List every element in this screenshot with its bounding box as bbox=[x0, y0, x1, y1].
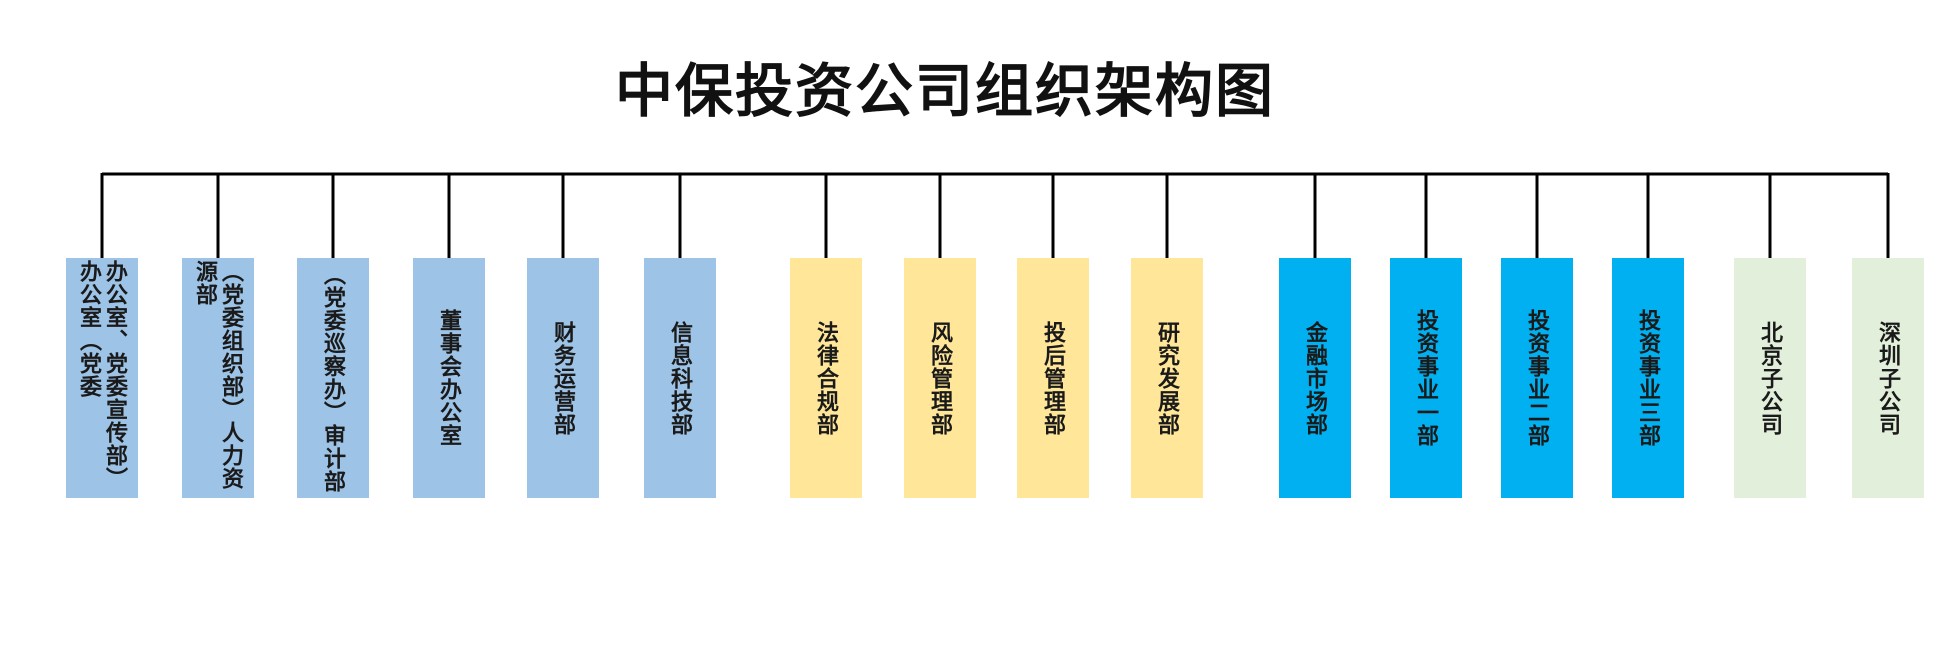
department-box: 北京子公司 bbox=[1734, 258, 1806, 498]
department-label: 研究发展部 bbox=[1154, 320, 1180, 436]
department-label: 投资事业二部 bbox=[1524, 309, 1550, 447]
department-box: 董事会办公室 bbox=[413, 258, 485, 498]
department-label: 信息科技部 bbox=[667, 320, 693, 436]
department-label: （党委组织部）人力资源部 bbox=[192, 260, 244, 490]
department-label: 投资事业一部 bbox=[1413, 309, 1439, 447]
department-label: 北京子公司 bbox=[1757, 320, 1783, 436]
department-box: 法律合规部 bbox=[790, 258, 862, 498]
department-label: 财务运营部 bbox=[550, 320, 576, 436]
department-box: 投后管理部 bbox=[1017, 258, 1089, 498]
department-box: 投资事业二部 bbox=[1501, 258, 1573, 498]
department-label: 法律合规部 bbox=[813, 320, 839, 436]
department-box: （党委巡察办）审计部 bbox=[297, 258, 369, 498]
department-box: （党委组织部）人力资源部 bbox=[182, 258, 254, 498]
department-label: 深圳子公司 bbox=[1875, 320, 1901, 436]
department-box: 投资事业三部 bbox=[1612, 258, 1684, 498]
department-label: （党委巡察办）审计部 bbox=[320, 263, 346, 493]
chart-title: 中保投资公司组织架构图 bbox=[614, 57, 1275, 125]
department-box: 办公室、党委宣传部）办公室（党委 bbox=[66, 258, 138, 498]
department-label: 金融市场部 bbox=[1302, 320, 1328, 436]
department-box: 金融市场部 bbox=[1279, 258, 1351, 498]
department-box: 深圳子公司 bbox=[1852, 258, 1924, 498]
department-box: 风险管理部 bbox=[904, 258, 976, 498]
department-label: 办公室、党委宣传部）办公室（党委 bbox=[76, 260, 128, 490]
drop-lines bbox=[100, 173, 1890, 260]
department-box: 信息科技部 bbox=[644, 258, 716, 498]
department-box: 研究发展部 bbox=[1131, 258, 1203, 498]
department-label: 投资事业三部 bbox=[1635, 309, 1661, 447]
department-label: 投后管理部 bbox=[1040, 320, 1066, 436]
department-box: 投资事业一部 bbox=[1390, 258, 1462, 498]
department-label: 董事会办公室 bbox=[436, 309, 462, 447]
department-label: 风险管理部 bbox=[927, 320, 953, 436]
department-box: 财务运营部 bbox=[527, 258, 599, 498]
